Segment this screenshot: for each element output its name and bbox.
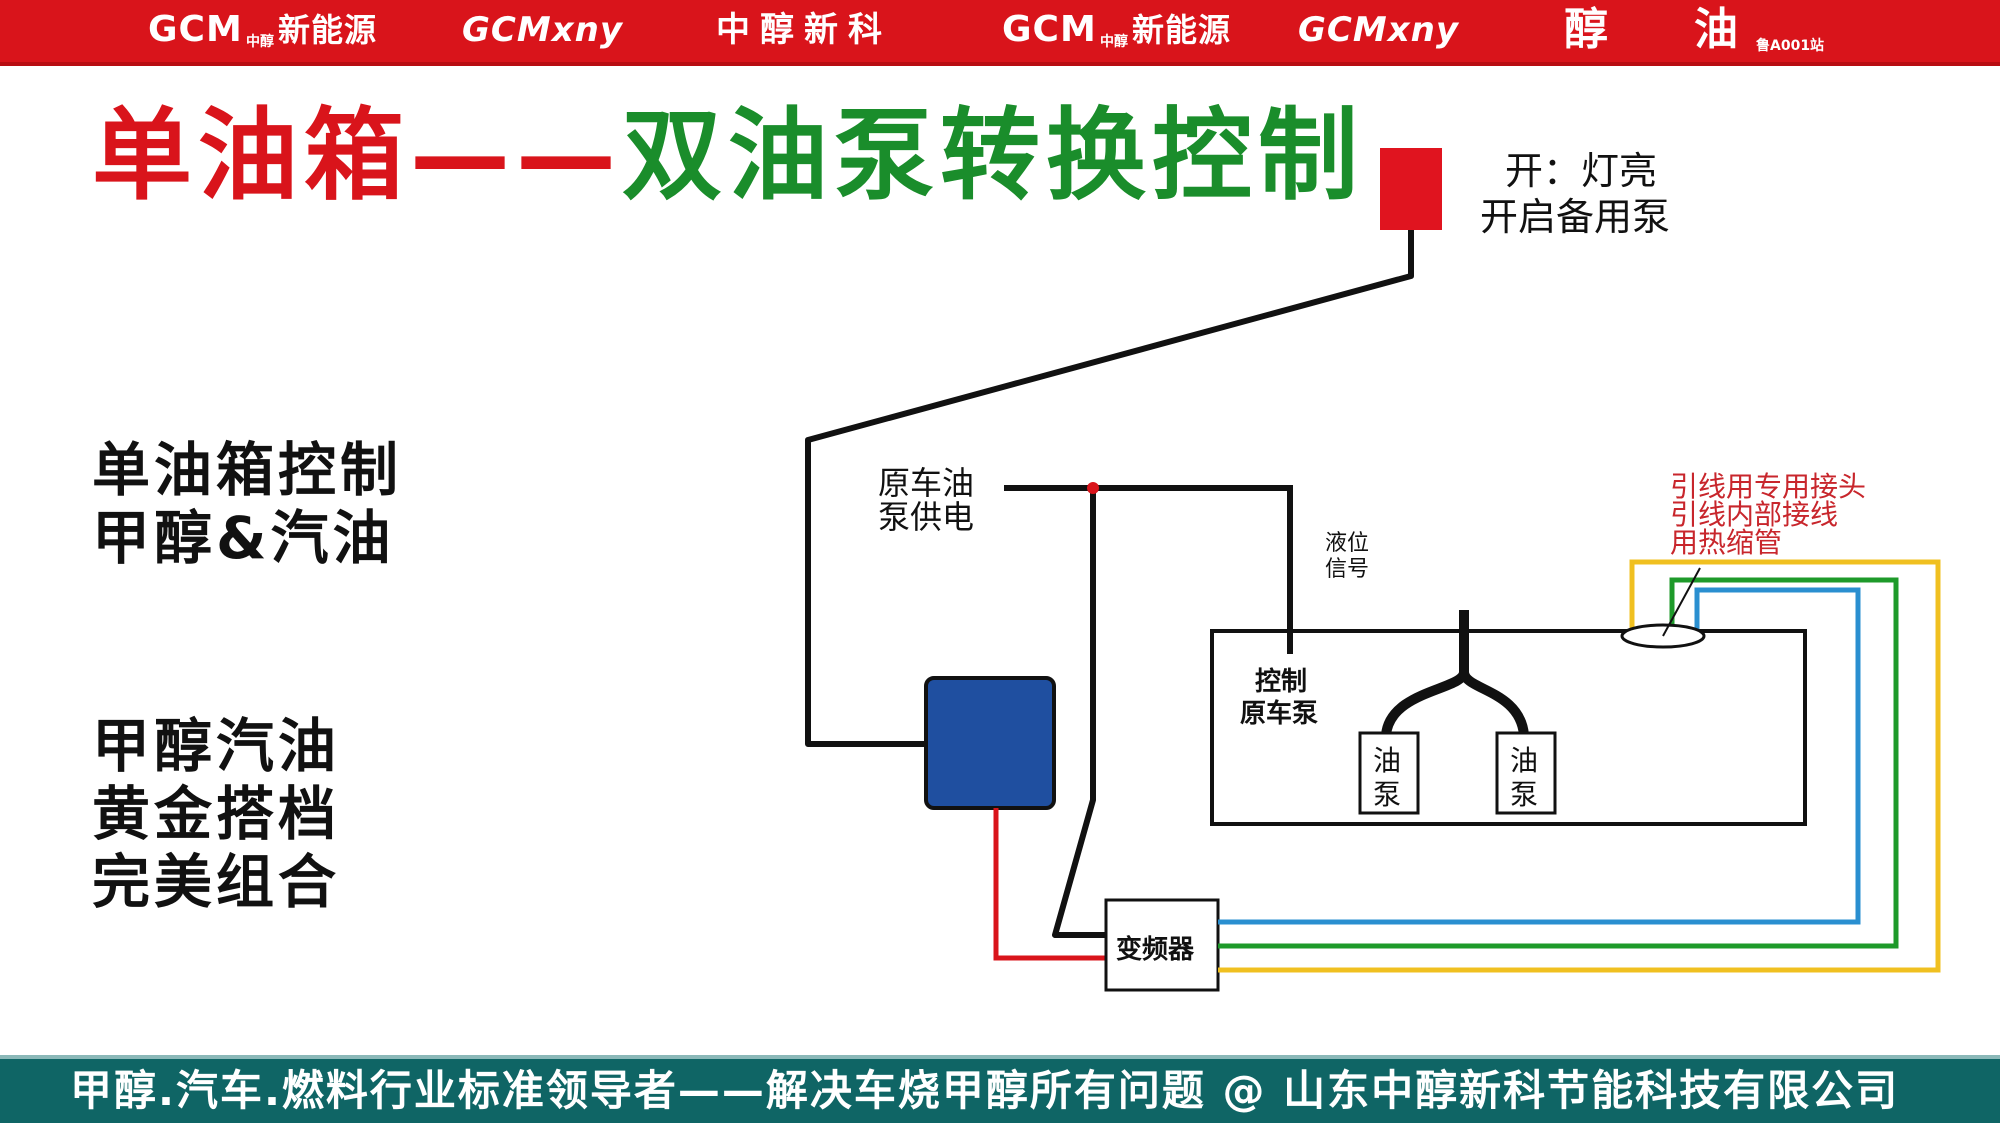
brand-chun: 醇 [1564,4,1609,55]
brand-gcm-2: GCM [1002,9,1097,50]
control-label-2: 原车泵 [1240,698,1318,729]
fuel-tank [1210,629,1807,826]
pump-right-char-2: 泵 [1510,778,1538,811]
left-line4: 黄金搭档 [92,780,341,848]
red-wire [993,808,1106,961]
fuel-pipe-right [1459,670,1529,736]
brand-gcm-1-sub: 中醇 [246,34,274,50]
brand-gcmxny-2: GCMxny [1298,10,1459,50]
left-line3: 甲醇汽油 [92,712,341,780]
inverter-box [1104,898,1220,992]
title-part2: 双油泵转换控制 [622,97,1364,214]
note-line-2: 引线内部接线 [1670,498,1838,531]
brand-gcm-2-cn: 新能源 [1132,11,1232,49]
station-badge: 鲁A001站 [1756,38,1825,54]
brand-gcmxny-1: GCMxny [462,10,623,50]
fuel-pump-left [1358,731,1420,815]
footer-banner: 甲醇.汽车.燃料行业标准领导者——解决车烧甲醇所有问题 @ 山东中醇新科节能科技… [0,1055,2000,1123]
inverter-label: 变频器 [1116,934,1195,965]
supply-wire [1004,485,1293,654]
left-line1: 单油箱控制 [92,436,403,504]
brand-gcm-1: GCM [148,9,243,50]
switch-note-1: 开：灯亮 [1505,149,1657,193]
switch-note-2: 开启备用泵 [1480,195,1670,239]
junction-dot [1087,482,1099,494]
connector-pointer [1662,567,1701,637]
fuel-pipe-left [1381,610,1469,736]
control-label-1: 控制 [1255,667,1307,697]
pump-left-char-1: 油 [1373,744,1401,777]
note-line-1: 引线用专用接头 [1670,470,1866,503]
title-part1: 单油箱 [92,97,410,214]
brand-you: 油 [1694,4,1739,55]
footer-text: 甲醇.汽车.燃料行业标准领导者——解决车烧甲醇所有问题 @ 山东中醇新科节能科技… [70,1066,1900,1115]
left-line5: 完美组合 [92,848,341,916]
green-wire [1218,577,1899,949]
page-title: 单油箱——双油泵转换控制 [92,98,1364,214]
yellow-wire [1218,559,1941,973]
pump-right-char-1: 油 [1510,744,1538,777]
left-slogan-2: 甲醇汽油 黄金搭档 完美组合 [92,712,340,916]
brand-gcm-2-sub: 中醇 [1100,34,1128,50]
level-label-2: 信号 [1325,557,1369,582]
supply-branch-wire [1052,488,1106,938]
top-banner: GCM 中醇 新能源 GCMxny 中醇新科 GCM 中醇 新能源 GCMxny… [0,0,2000,66]
note-line-3: 用热缩管 [1670,526,1782,559]
control-module [924,676,1056,810]
level-label-1: 液位 [1325,531,1369,556]
pump-left-char-2: 泵 [1373,778,1401,811]
left-line2: 甲醇&汽油 [92,504,395,572]
title-dash: —— [410,97,622,214]
brand-gcm-1-cn: 新能源 [278,11,378,49]
switch-wire [805,230,1414,747]
brand-zhongchun-xinke: 中醇新科 [716,10,892,50]
blue-wire [1218,587,1861,925]
fuel-pump-right [1495,731,1557,815]
supply-label-1: 原车油 [878,464,974,502]
left-slogan-1: 单油箱控制 甲醇&汽油 [92,436,402,572]
supply-label-2: 泵供电 [878,498,974,536]
switch-indicator [1380,148,1442,230]
